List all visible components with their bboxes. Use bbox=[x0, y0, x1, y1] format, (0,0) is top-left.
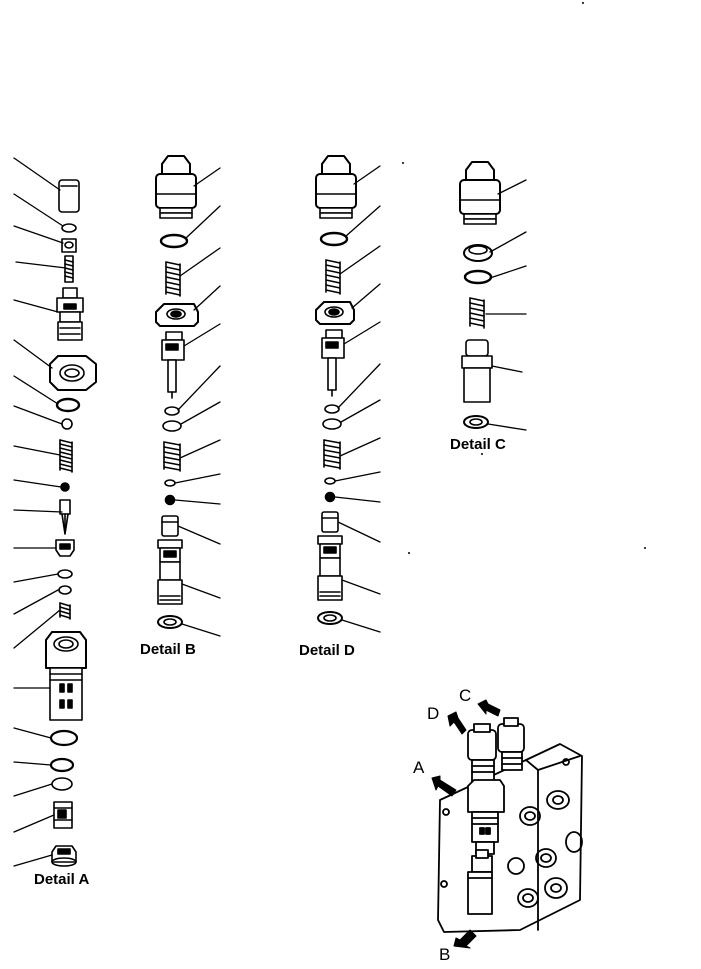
detail-d-label: Detail D bbox=[299, 642, 355, 659]
part-spring bbox=[163, 441, 181, 472]
arrow-b-icon bbox=[453, 929, 477, 949]
part-spool bbox=[321, 329, 345, 397]
part-o-ring bbox=[162, 420, 182, 432]
part-spool bbox=[161, 331, 185, 399]
part-o-ring bbox=[322, 418, 342, 430]
part-o-ring bbox=[49, 757, 75, 773]
part-o-ring bbox=[49, 729, 79, 747]
part-ball bbox=[164, 494, 176, 506]
part-relief-valve-body bbox=[45, 631, 87, 721]
part-o-ring bbox=[61, 418, 73, 430]
part-poppet bbox=[59, 499, 71, 535]
part-check-valve-body bbox=[157, 539, 183, 605]
part-ball bbox=[60, 482, 70, 492]
part-cap-plug bbox=[459, 161, 501, 225]
part-retainer-ring bbox=[317, 611, 343, 625]
part-retainer-ring bbox=[463, 415, 489, 429]
part-o-ring bbox=[57, 569, 73, 579]
detail-a-parts bbox=[13, 157, 97, 867]
detail-c-label: Detail C bbox=[450, 436, 506, 453]
part-cap-plug bbox=[155, 155, 197, 219]
scan-specks bbox=[402, 2, 646, 554]
detail-c-leader-lines bbox=[485, 179, 527, 431]
view-letter-d: D bbox=[427, 704, 440, 723]
arrow-c-icon bbox=[477, 699, 501, 717]
part-retainer bbox=[51, 845, 77, 867]
part-cap bbox=[58, 179, 80, 213]
part-check-valve-body bbox=[317, 535, 343, 601]
part-spacer bbox=[463, 244, 493, 262]
part-spring bbox=[59, 439, 73, 473]
valve-b bbox=[467, 849, 493, 915]
part-o-ring bbox=[55, 397, 81, 413]
detail-d-parts bbox=[315, 155, 381, 633]
part-pilot-body bbox=[56, 287, 84, 341]
part-o-ring bbox=[61, 223, 77, 233]
part-o-ring bbox=[164, 479, 176, 487]
part-piston bbox=[161, 515, 179, 537]
part-spring bbox=[165, 261, 181, 297]
view-letter-a: A bbox=[413, 758, 425, 777]
detail-b-leader-lines bbox=[174, 167, 221, 637]
view-arrows bbox=[431, 699, 501, 949]
control-valve-assembly bbox=[437, 717, 583, 933]
part-o-ring bbox=[58, 585, 72, 595]
arrow-d-icon bbox=[447, 711, 467, 735]
part-spring bbox=[323, 439, 341, 470]
part-plunger bbox=[461, 339, 493, 403]
part-o-ring bbox=[324, 404, 340, 414]
part-retainer-ring bbox=[157, 615, 183, 629]
part-flange bbox=[155, 303, 199, 327]
part-o-ring bbox=[319, 231, 349, 247]
part-ball bbox=[324, 491, 336, 503]
part-o-ring bbox=[164, 406, 180, 416]
detail-d-leader-lines bbox=[334, 165, 381, 633]
part-o-ring bbox=[159, 233, 189, 249]
part-seat bbox=[55, 539, 75, 557]
part-spring bbox=[325, 259, 341, 295]
part-nut bbox=[61, 238, 77, 253]
part-piston bbox=[321, 511, 339, 533]
detail-b-parts bbox=[155, 155, 221, 637]
detail-a-leader-lines bbox=[13, 157, 67, 867]
part-spring bbox=[59, 602, 71, 620]
valve-c bbox=[497, 717, 525, 771]
part-cap-plug bbox=[315, 155, 357, 219]
part-lock-nut bbox=[49, 355, 97, 391]
arrow-a-icon bbox=[431, 775, 457, 797]
view-letter-c: C bbox=[459, 686, 472, 705]
part-sleeve bbox=[53, 801, 73, 829]
part-flange bbox=[315, 301, 355, 325]
part-adjust-screw bbox=[64, 255, 74, 283]
valve-d bbox=[467, 723, 497, 783]
detail-a-label: Detail A bbox=[34, 871, 90, 888]
part-spring bbox=[469, 297, 485, 329]
view-letter-b: B bbox=[439, 945, 451, 964]
part-o-ring bbox=[463, 269, 493, 285]
detail-c-parts bbox=[459, 161, 527, 431]
part-o-ring bbox=[324, 477, 336, 485]
detail-b-label: Detail B bbox=[140, 641, 196, 658]
part-o-ring bbox=[51, 777, 73, 791]
